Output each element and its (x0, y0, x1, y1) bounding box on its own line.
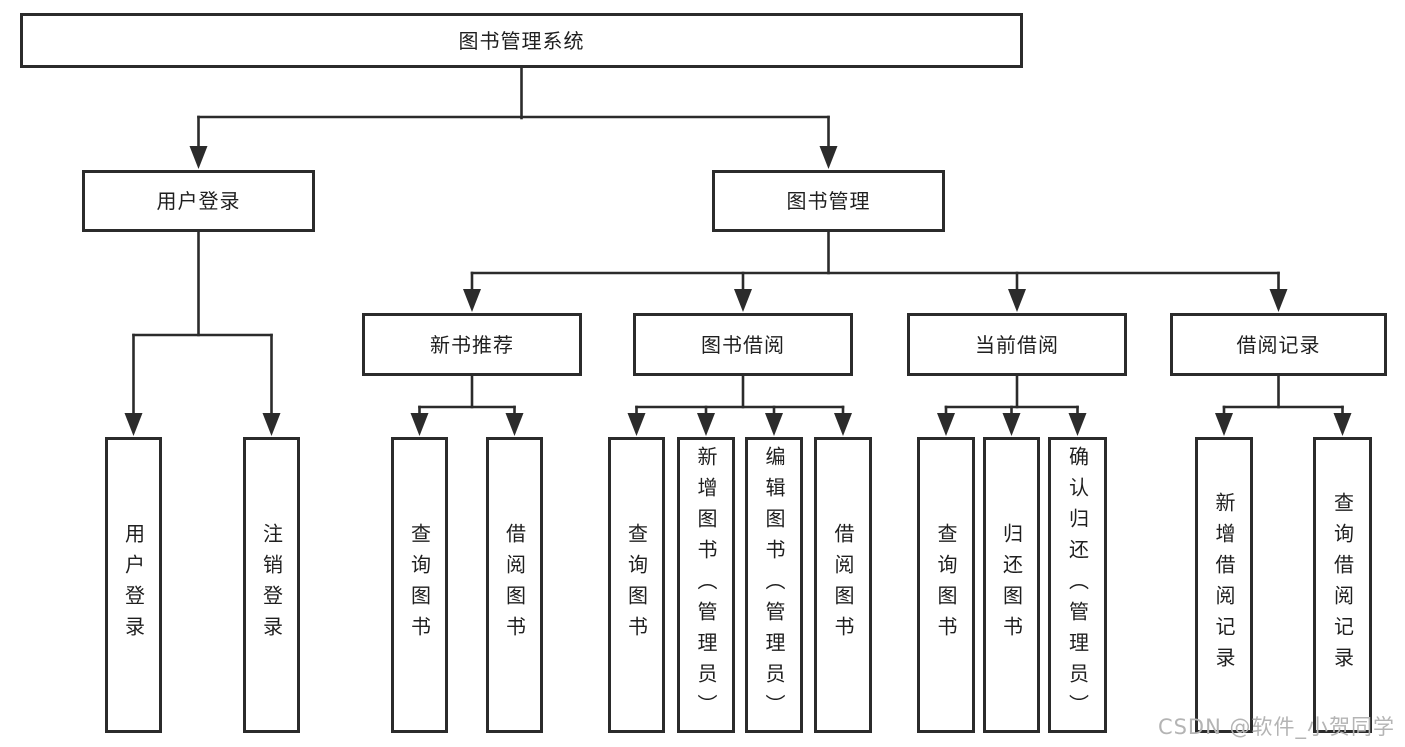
connector-book-borrow-children (627, 374, 852, 436)
node-borrow-records: 借阅记录 (1170, 313, 1387, 376)
leaf-label: 查询图书 (624, 523, 649, 647)
leaf-user-login: 用户登录 (105, 437, 162, 733)
node-new-book-recommend: 新书推荐 (362, 313, 582, 376)
leaf-label: 用户登录 (121, 523, 146, 647)
leaf-label: 查询借阅记录 (1330, 492, 1355, 678)
leaf-add-borrow-record: 新增借阅记录 (1195, 437, 1253, 733)
leaf-label: 归还图书 (999, 523, 1024, 647)
leaf-borrow-book-recommend: 借阅图书 (486, 437, 543, 733)
node-label: 借阅记录 (1236, 332, 1321, 357)
leaf-query-book-borrow: 查询图书 (608, 437, 665, 733)
node-root-label: 图书管理系统 (458, 28, 585, 53)
node-root-system: 图书管理系统 (20, 13, 1023, 68)
node-label: 图书管理 (786, 189, 871, 213)
connector-current-borrow-children (937, 374, 1087, 436)
connector-new-book-children (410, 374, 524, 436)
leaf-label: 编辑图书（管理员） (762, 445, 786, 725)
leaf-label: 确认归还（管理员） (1065, 445, 1090, 725)
leaf-query-book-recommend: 查询图书 (391, 437, 448, 733)
node-label: 图书借阅 (701, 332, 785, 357)
connector-borrow-record-children (1215, 374, 1352, 436)
node-label: 当前借阅 (975, 332, 1059, 357)
connector-book-mgmt-groups (463, 230, 1288, 312)
leaf-add-book-admin: 新增图书（管理员） (677, 437, 735, 733)
node-current-borrow: 当前借阅 (907, 313, 1127, 376)
leaf-label: 借阅图书 (502, 523, 527, 647)
leaf-query-borrow-record: 查询借阅记录 (1313, 437, 1372, 733)
leaf-return-book: 归还图书 (983, 437, 1040, 733)
leaf-borrow-book: 借阅图书 (814, 437, 872, 733)
leaf-label: 新增借阅记录 (1212, 492, 1236, 678)
leaf-label: 新增图书（管理员） (694, 445, 718, 725)
leaf-label: 注销登录 (259, 523, 284, 647)
leaf-label: 查询图书 (934, 523, 958, 647)
connector-root-to-level2 (189, 66, 838, 169)
leaf-logout: 注销登录 (243, 437, 300, 733)
csdn-watermark: CSDN @软件_小贺同学 (1157, 715, 1395, 739)
node-label: 用户登录 (156, 189, 241, 213)
leaf-edit-book-admin: 编辑图书（管理员） (745, 437, 803, 733)
node-user-login: 用户登录 (82, 170, 315, 232)
leaf-query-book-current: 查询图书 (917, 437, 975, 733)
leaf-confirm-return-admin: 确认归还（管理员） (1048, 437, 1107, 733)
leaf-label: 借阅图书 (831, 523, 855, 647)
leaf-label: 查询图书 (407, 523, 432, 647)
node-book-borrow: 图书借阅 (633, 313, 853, 376)
node-label: 新书推荐 (430, 332, 514, 357)
connector-user-login-children (124, 230, 281, 436)
node-book-management: 图书管理 (712, 170, 945, 232)
